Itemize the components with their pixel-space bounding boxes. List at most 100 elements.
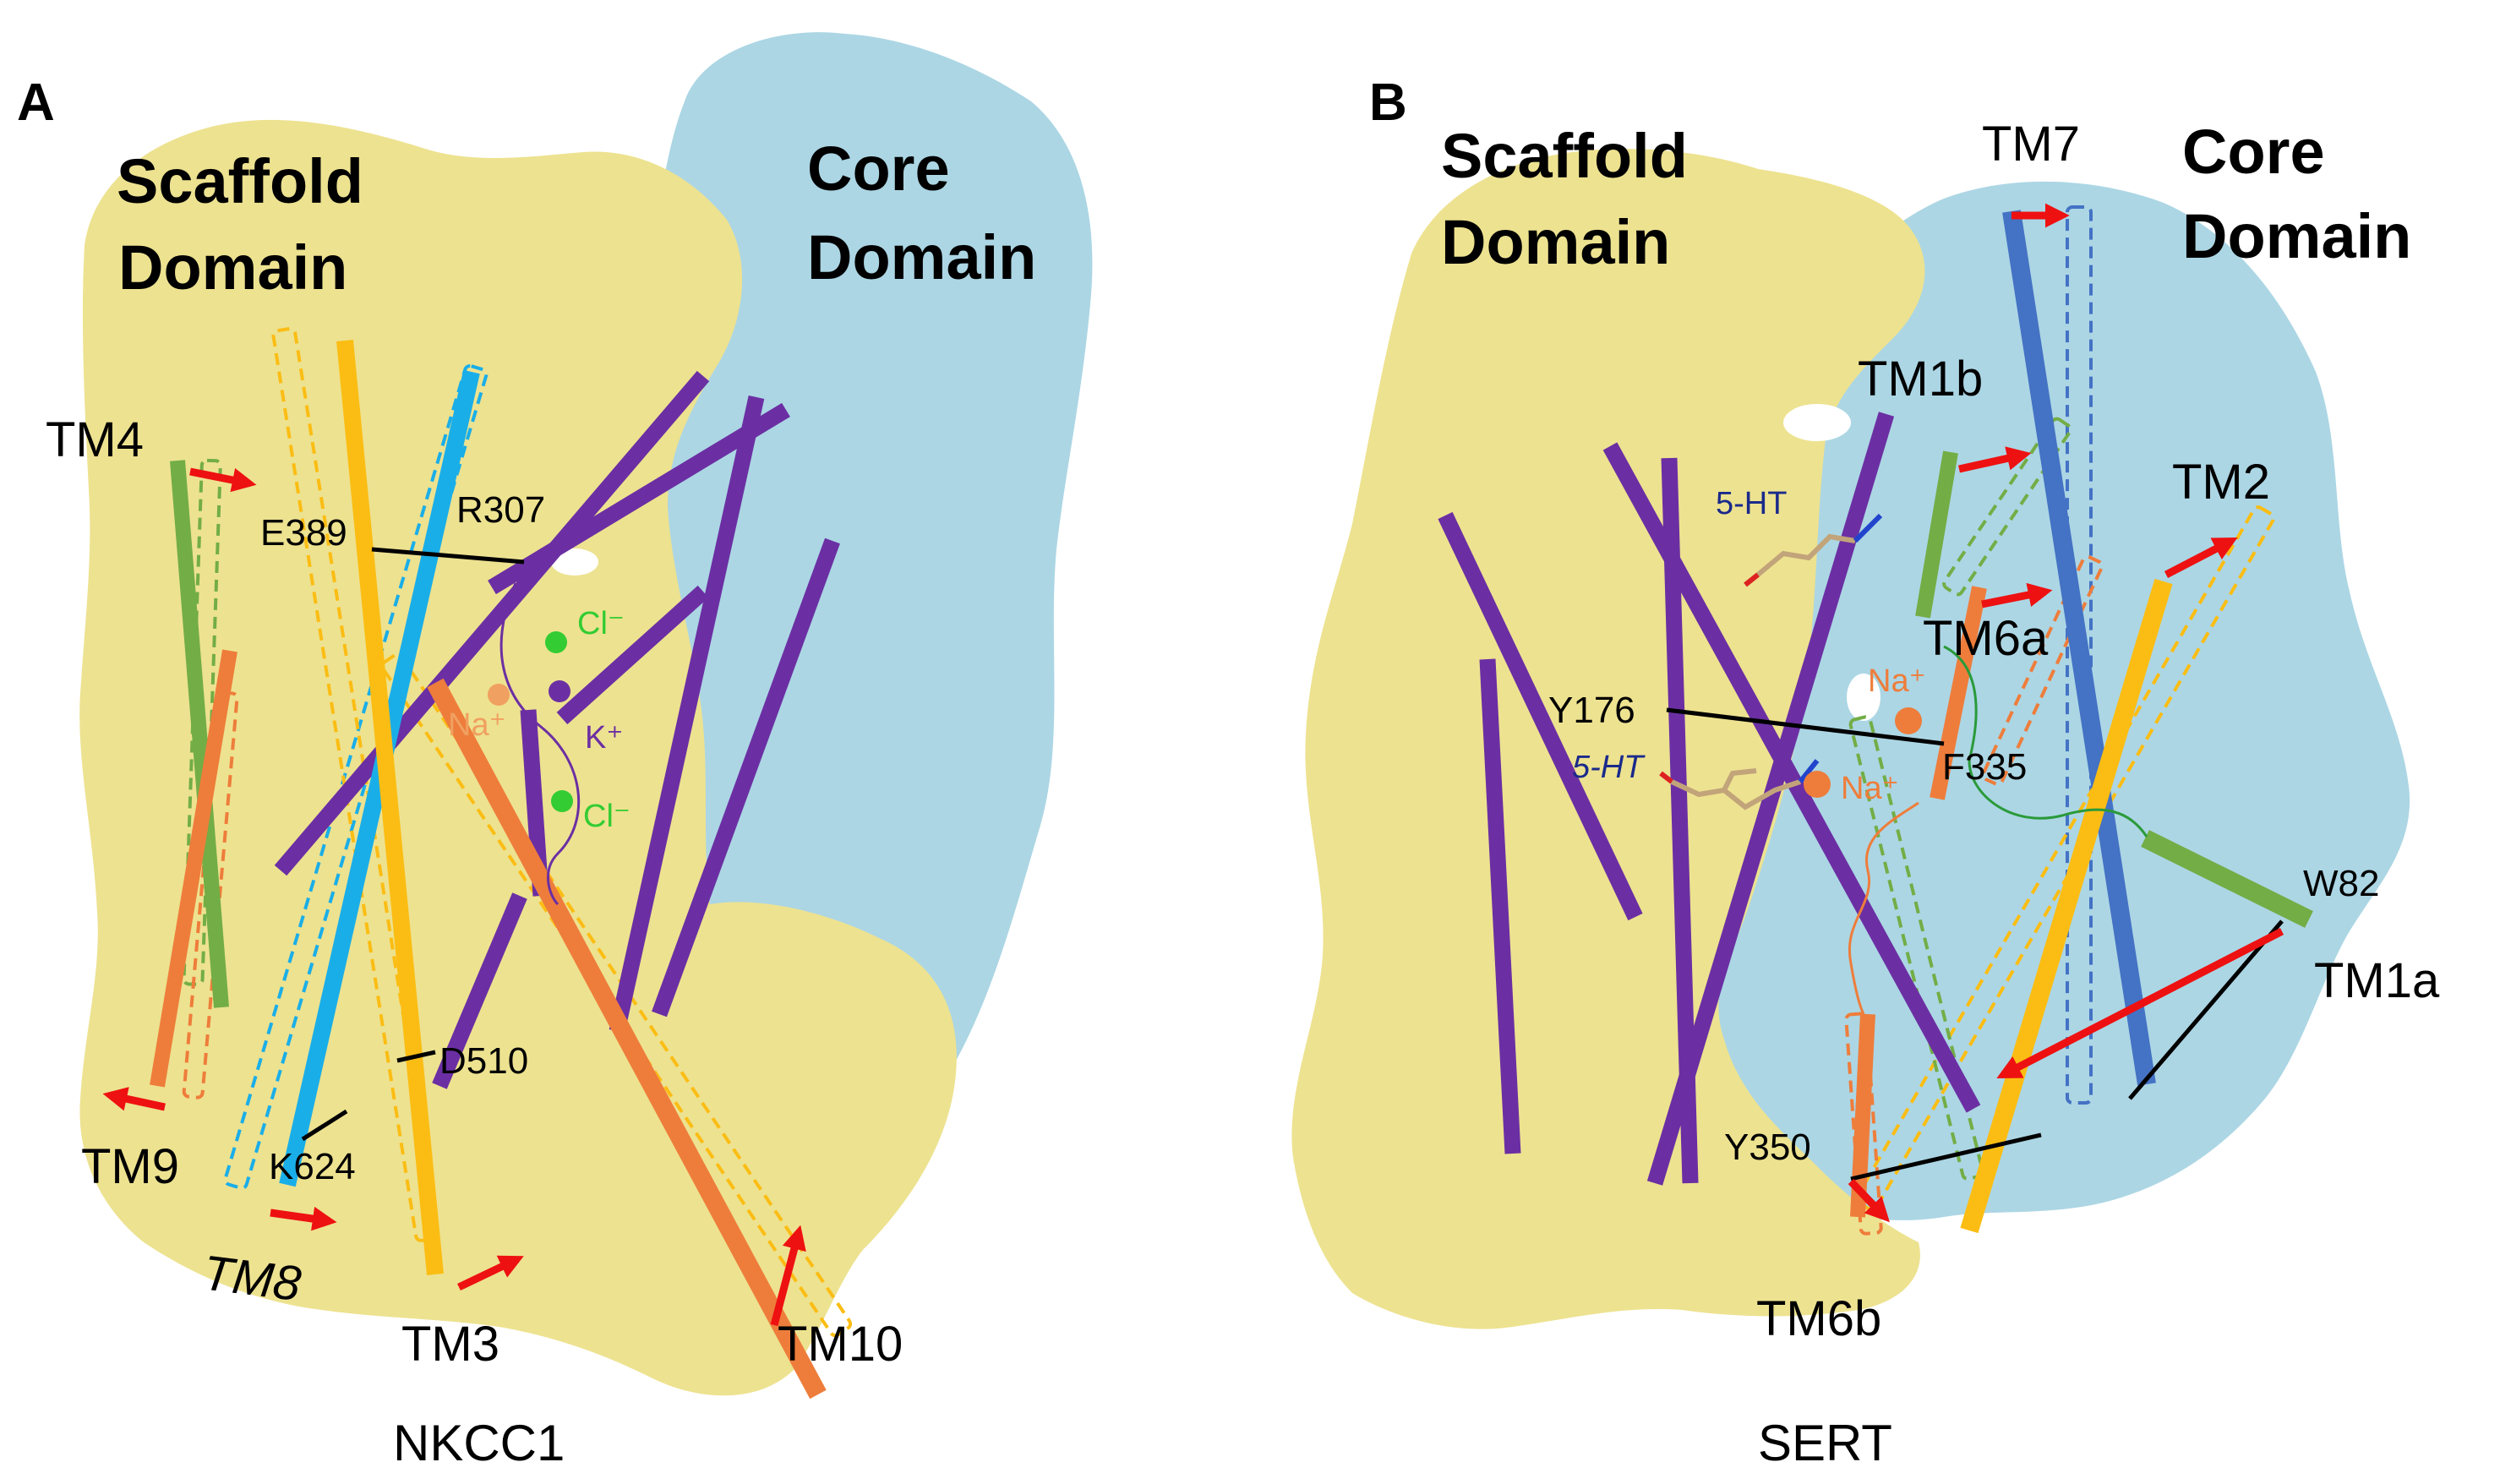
purple-helix-b5 [1646,412,1895,1186]
tm3-helix [336,340,444,1275]
core-label-b-line2: Domain [2182,201,2411,271]
tm10-label: TM10 [778,1317,903,1372]
tm3-label: TM3 [401,1317,499,1372]
tm9-arrow [102,1087,166,1111]
tm8-label: TM8 [199,1245,303,1312]
tm10-arrow [770,1225,806,1327]
panel-a-letter: A [17,74,55,132]
purple-helices-a [274,370,840,1089]
caption-a: NKCC1 [393,1415,565,1471]
tm2-label: TM2 [2172,455,2270,510]
tm4-arrow [189,467,257,493]
panel-b: B Scaffold Domain Core Domain TM7 TM1b T… [1291,74,2440,1471]
tm10-helix [427,678,827,1399]
potassium-ion [549,680,570,702]
tm9-label: TM9 [81,1139,179,1194]
ht-mid-label: 5-HT [1572,750,1646,785]
purple-helix-a7 [432,892,527,1089]
tm6a-label: TM6a [1923,611,2049,666]
panel-b-letter: B [1369,74,1407,132]
tm6a-helix [1930,586,1987,800]
serotonin-top [1744,513,1883,587]
e389-label: E389 [260,512,347,554]
tm1b-dashed [1942,417,2072,597]
tm1a-helix [2141,830,2313,928]
ht-top-label: 5-HT [1716,486,1787,521]
tm7-helix [2002,210,2156,1086]
tm6a-dashed [1981,554,2104,786]
k624-label: K624 [269,1146,356,1187]
tm1a-label: TM1a [2314,953,2440,1008]
tm7-label: TM7 [1982,117,2080,172]
purple-helix-a3 [609,395,765,1034]
scaffold-label-b-line1: Scaffold [1441,121,1688,191]
tm1a-arrow [1996,927,2284,1079]
arrows-b [1848,203,2284,1223]
sodium-label-a: Na⁺ [448,707,506,743]
tm6b-arrow [1848,1178,1890,1223]
scaffold-domain-shape-b [1291,149,1925,1329]
arrows-a [102,467,806,1327]
chloride-ion-bottom [551,790,573,812]
e389-r307-line [371,547,525,565]
d510-k624-line [301,1109,348,1142]
tm8-arrow [270,1206,337,1231]
scaffold-domain-shape-a [79,119,957,1396]
tm6b-label: TM6b [1756,1291,1881,1346]
pocket-b-mid [1847,674,1880,721]
y350-line [1850,1132,2042,1181]
purple-helix-a4 [652,537,840,1018]
caption-b: SERT [1758,1415,1892,1471]
core-label-a-line2: Domain [807,222,1036,292]
potassium-label: K⁺ [585,720,623,756]
tm3-arrow [457,1255,524,1291]
purple-helix-b2 [1479,658,1521,1154]
tm6b-dashed [1844,1012,1883,1236]
core-label-b-line1: Core [2182,117,2325,187]
f335-label: F335 [1942,746,2027,788]
serotonin-mid [1659,759,1820,810]
scaffold-label-b-line2: Domain [1441,207,1670,277]
ion-path-a [499,582,581,906]
sodium-ion-b-bottom [1804,771,1831,798]
d510-line [396,1050,436,1063]
tm2-arrow [2164,537,2238,578]
sodium-label-b-bottom: Na⁺ [1841,771,1899,806]
tm1b-arrow [1958,446,2032,473]
tm6a-arrow [1981,582,2053,608]
w82-label: W82 [2303,863,2379,904]
purple-helix-a1 [274,370,710,876]
tm1b-label: TM1b [1858,352,1983,406]
sodium-ion-a [488,684,510,706]
chloride-top-label: Cl⁻ [577,606,625,641]
r307-label: R307 [456,489,545,531]
tm4-helix [170,460,229,1008]
scaffold-label-a-line2: Domain [118,232,347,303]
tm7-dashed [2066,205,2093,1105]
w82-line-left [2128,919,2284,1100]
core-label-a-line1: Core [807,134,950,204]
tm6b-helix [1850,1013,1875,1218]
chloride-ion-top [545,631,567,653]
purple-helices-b [1438,412,1981,1186]
sodium-ion-b-top [1895,707,1922,734]
tm8-dashed [223,363,489,1190]
purple-helix-b1 [1438,511,1643,921]
purple-helix-a5 [556,585,709,725]
tm2-helix [1960,578,2173,1234]
d510-label: D510 [439,1040,528,1082]
y176-label: Y176 [1548,690,1635,731]
tm1b-helix [1915,450,1958,619]
sodium-label-b-top: Na⁺ [1868,663,1926,699]
panel-a: A Scaffold Domain Core Domain TM4 TM9 TM… [17,32,1093,1471]
y350-label: Y350 [1724,1127,1811,1168]
purple-helix-a2 [488,402,790,595]
tm4-label: TM4 [46,412,144,467]
tm9-helix [150,649,237,1088]
pocket-b-top [1783,404,1851,441]
pocket-a [551,548,598,576]
y176-f335-line [1666,707,1945,746]
orange-linker-b [1848,801,1919,1015]
scaffold-dashed-b [1848,715,1984,1181]
